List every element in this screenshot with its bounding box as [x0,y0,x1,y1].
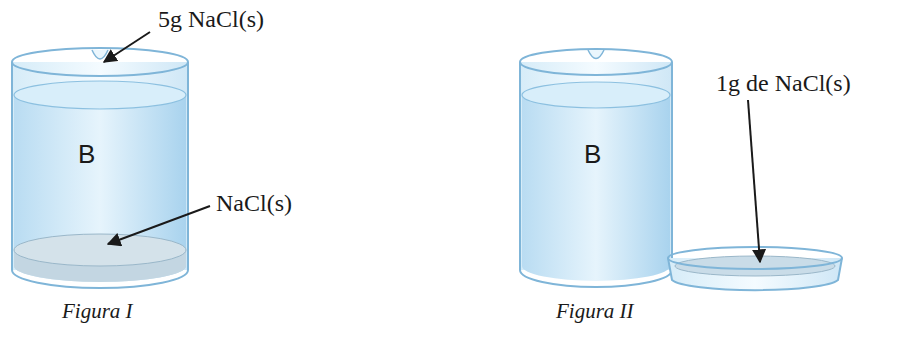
figure-caption: Figura II [556,300,634,323]
leader-arrow [748,100,760,262]
sample-label: 1g de NaCl(s) [716,70,851,96]
sediment-label: NaCl(s) [216,190,292,216]
figure-caption: Figura I [62,300,133,323]
leader-arrow [108,206,210,244]
beaker-letter: B [78,140,95,169]
beaker [12,48,188,288]
sample-label: 5g NaCl(s) [158,6,264,32]
leader-arrow [104,32,150,62]
beaker [520,49,672,287]
petri-dish [668,247,842,290]
beaker-letter: B [584,140,601,169]
